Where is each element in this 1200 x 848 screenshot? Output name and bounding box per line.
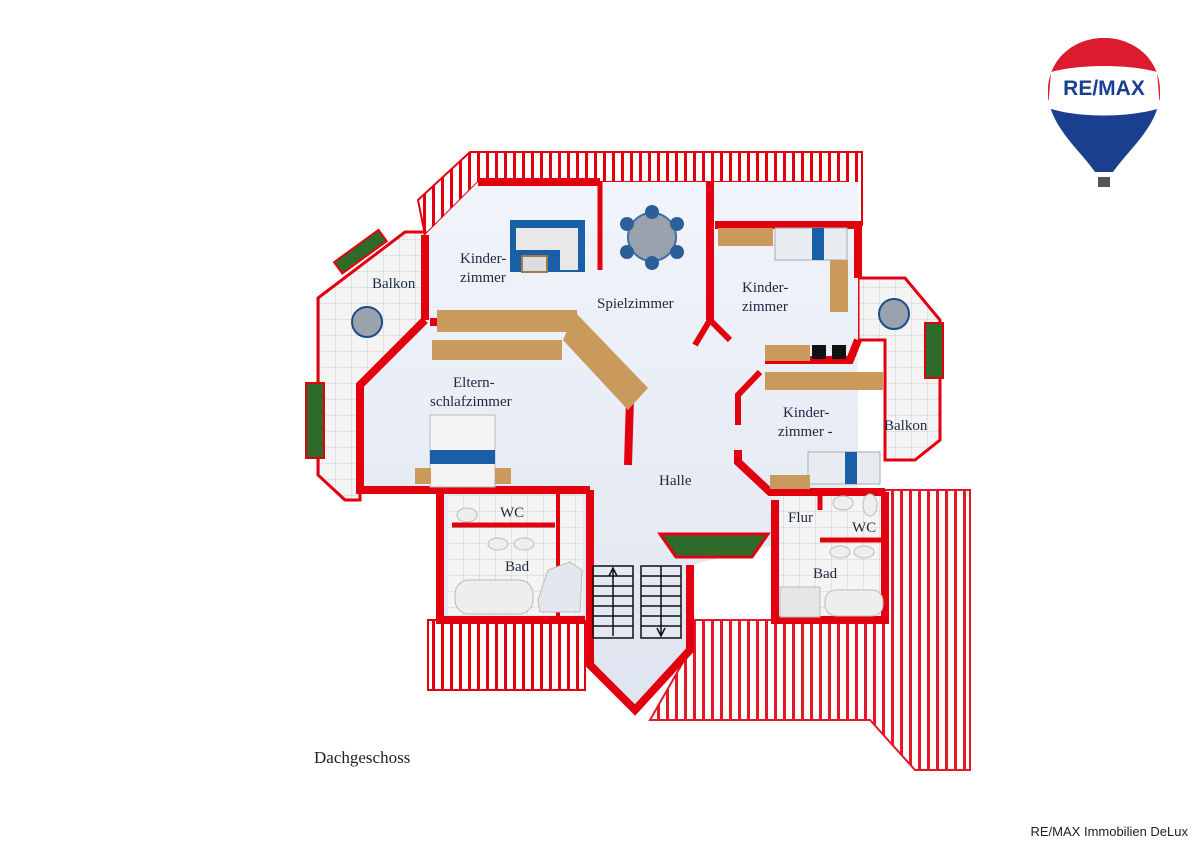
remax-balloon-logo: RE/MAX bbox=[1048, 38, 1160, 187]
label-balkon-left: Balkon bbox=[372, 276, 416, 292]
label-bad-right: Bad bbox=[813, 566, 838, 582]
balcony-table bbox=[351, 306, 383, 338]
label-eltern-a: Eltern- bbox=[453, 375, 495, 391]
planter bbox=[332, 228, 389, 275]
stair-up-arrow bbox=[608, 566, 618, 636]
wardrobe-diagonal bbox=[563, 312, 648, 410]
staircase bbox=[592, 565, 682, 639]
floor-caption: Dachgeschoss bbox=[314, 748, 411, 767]
desk bbox=[437, 310, 577, 332]
logo-text: RE/MAX bbox=[1063, 77, 1145, 100]
bed-right-top bbox=[774, 227, 848, 261]
label-balkon-right: Balkon bbox=[884, 418, 928, 434]
dining-table bbox=[627, 212, 677, 262]
room-labels: Kinder- zimmer Balkon Spielzimmer Kinder… bbox=[372, 251, 928, 582]
label-bad-left: Bad bbox=[505, 559, 530, 575]
label-spielzimmer: Spielzimmer bbox=[597, 296, 674, 312]
label-eltern-b: schlafzimmer bbox=[430, 394, 512, 410]
label-kinderzimmer-1-a: Kinder- bbox=[460, 251, 506, 267]
label-kinderzimmer-2-b: zimmer bbox=[742, 299, 788, 315]
stair-down-arrow bbox=[656, 566, 666, 638]
bed-right-bottom bbox=[807, 451, 881, 485]
roof-hatch bbox=[416, 151, 971, 771]
balcony-right bbox=[856, 276, 942, 462]
coffee-table bbox=[521, 255, 548, 273]
label-wc-right: WC bbox=[852, 520, 876, 536]
furniture bbox=[305, 205, 944, 618]
bathtub-left bbox=[454, 579, 534, 615]
label-flur: Flur bbox=[788, 510, 813, 526]
label-kinderzimmer-1-b: zimmer bbox=[460, 270, 506, 286]
label-halle: Halle bbox=[659, 473, 692, 489]
footer-credit: RE/MAX Immobilien DeLux bbox=[1030, 824, 1189, 839]
label-kinderzimmer-3-a: Kinder- bbox=[783, 405, 829, 421]
label-kinderzimmer-2-a: Kinder- bbox=[742, 280, 788, 296]
label-wc-left: WC bbox=[500, 505, 524, 521]
label-kinderzimmer-3-b: zimmer - bbox=[778, 424, 833, 440]
wardrobe bbox=[432, 340, 562, 360]
